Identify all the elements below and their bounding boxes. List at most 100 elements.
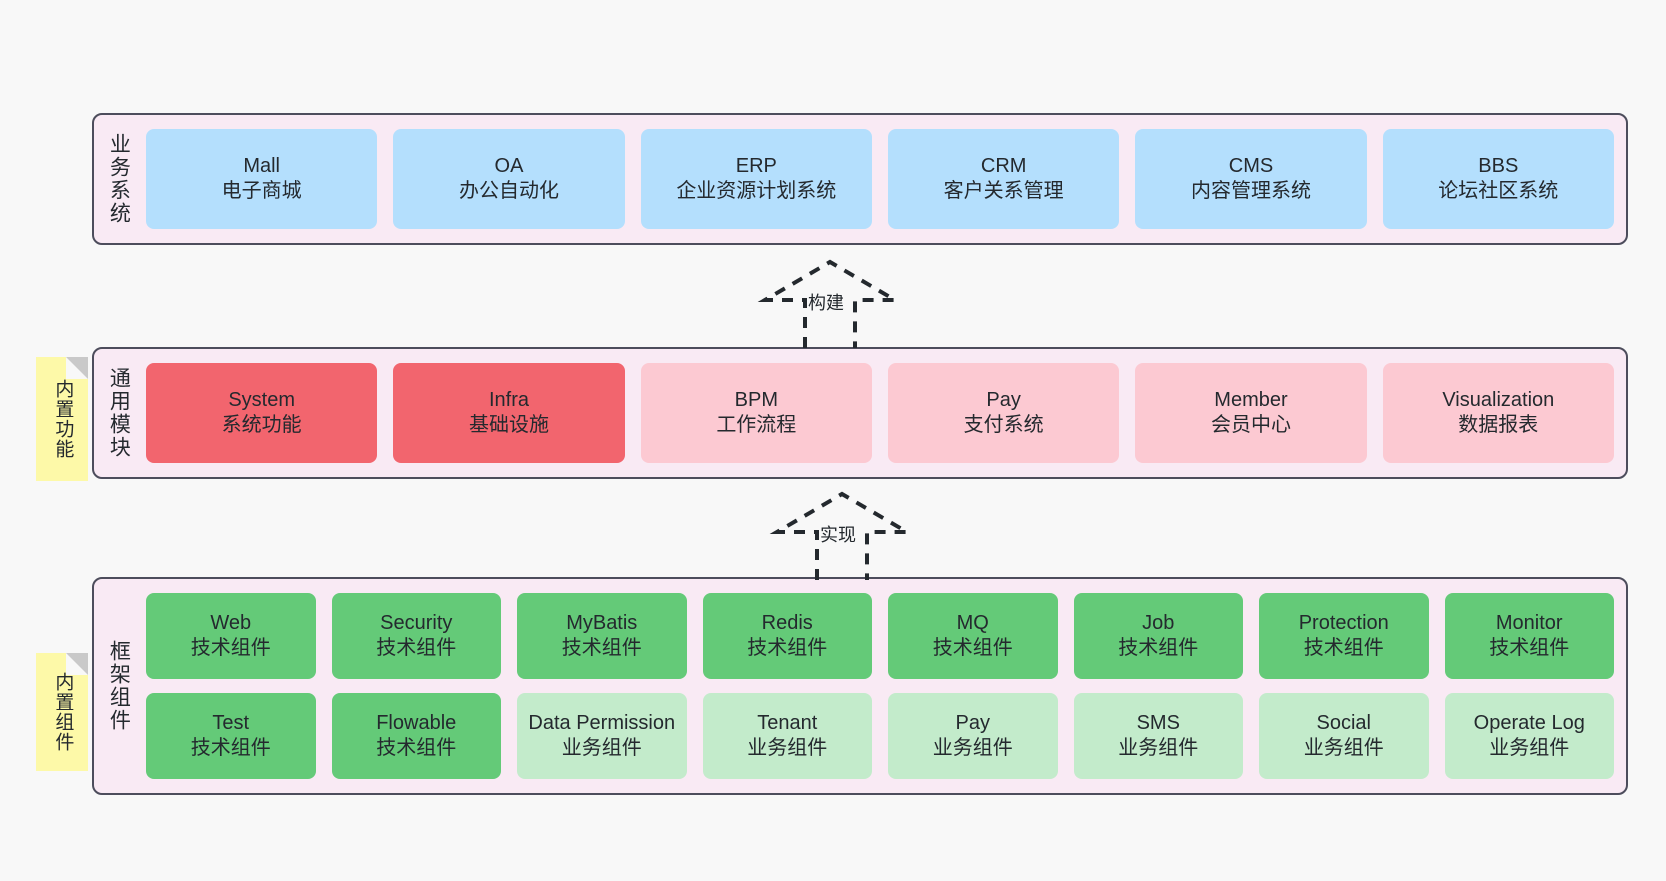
- cell-mall-sub: 电子商城: [221, 180, 302, 202]
- cell-flowable[interactable]: Flowable 技术组件: [331, 693, 501, 779]
- cell-erp[interactable]: ERP 企业资源计划系统: [640, 129, 872, 229]
- cell-monitor-sub: 技术组件: [1489, 637, 1570, 659]
- cell-data-permission-sub: 业务组件: [561, 737, 642, 759]
- cell-sms-sub: 业务组件: [1118, 737, 1199, 759]
- cell-pay-component-title: Pay: [955, 712, 990, 735]
- layer-business-system-body: Mall 电子商城 OA 办公自动化 ERP 企业资源计划系统 CRM 客户关系…: [142, 115, 1626, 243]
- cell-web-sub: 技术组件: [190, 637, 271, 659]
- cell-mybatis-sub: 技术组件: [561, 637, 642, 659]
- cell-job-sub: 技术组件: [1118, 637, 1199, 659]
- cell-bbs[interactable]: BBS 论坛社区系统: [1382, 129, 1614, 229]
- cell-bpm[interactable]: BPM 工作流程: [640, 363, 872, 463]
- cell-web[interactable]: Web 技术组件: [146, 593, 316, 679]
- cell-erp-sub: 企业资源计划系统: [676, 180, 837, 202]
- cell-operate-log-title: Operate Log: [1473, 712, 1585, 735]
- layer-business-system-label: 业务系统: [107, 133, 131, 225]
- cell-flowable-title: Flowable: [376, 712, 457, 735]
- cell-visualization-title: Visualization: [1442, 389, 1555, 412]
- cell-test-sub: 技术组件: [190, 737, 271, 759]
- cell-system-title: System: [228, 389, 295, 412]
- connector-build-arrow-path: [757, 259, 903, 348]
- cell-mall[interactable]: Mall 电子商城: [146, 129, 378, 229]
- cell-mq-sub: 技术组件: [932, 637, 1013, 659]
- layer-business-system-row-1: Mall 电子商城 OA 办公自动化 ERP 企业资源计划系统 CRM 客户关系…: [146, 129, 1614, 229]
- cell-social[interactable]: Social 业务组件: [1259, 693, 1429, 779]
- cell-job[interactable]: Job 技术组件: [1073, 593, 1243, 679]
- layer-framework-component[interactable]: 框架组件 Web 技术组件 Security 技术组件 MyBatis 技术组件…: [92, 577, 1628, 795]
- cell-erp-title: ERP: [735, 155, 777, 178]
- cell-redis-title: Redis: [761, 612, 813, 635]
- cell-mall-title: Mall: [243, 155, 280, 178]
- cell-mybatis[interactable]: MyBatis 技术组件: [517, 593, 687, 679]
- connector-implement: 实现: [769, 490, 915, 580]
- cell-protection-title: Protection: [1298, 612, 1389, 635]
- cell-security-sub: 技术组件: [376, 637, 457, 659]
- cell-web-title: Web: [210, 612, 252, 635]
- cell-infra-title: Infra: [488, 389, 529, 412]
- cell-test[interactable]: Test 技术组件: [146, 693, 316, 779]
- cell-social-sub: 业务组件: [1303, 737, 1384, 759]
- cell-monitor[interactable]: Monitor 技术组件: [1444, 593, 1614, 679]
- layer-business-system[interactable]: 业务系统 Mall 电子商城 OA 办公自动化 ERP 企业资源计划系统 CRM…: [92, 113, 1628, 245]
- cell-visualization-sub: 数据报表: [1458, 414, 1539, 436]
- cell-data-permission-title: Data Permission: [528, 712, 676, 735]
- connector-build-label: 构建: [808, 293, 844, 313]
- cell-sms[interactable]: SMS 业务组件: [1073, 693, 1243, 779]
- cell-redis[interactable]: Redis 技术组件: [702, 593, 872, 679]
- cell-social-title: Social: [1316, 712, 1371, 735]
- layer-common-module-body: System 系统功能 Infra 基础设施 BPM 工作流程 Pay 支付系统…: [142, 349, 1626, 477]
- note-builtin-component[interactable]: 内置组件: [36, 653, 88, 771]
- note-builtin-function[interactable]: 内置功能: [36, 357, 88, 481]
- cell-mq-title: MQ: [956, 612, 989, 635]
- cell-member[interactable]: Member 会员中心: [1135, 363, 1367, 463]
- cell-operate-log-sub: 业务组件: [1489, 737, 1570, 759]
- cell-system[interactable]: System 系统功能: [146, 363, 378, 463]
- cell-protection-sub: 技术组件: [1303, 637, 1384, 659]
- cell-visualization[interactable]: Visualization 数据报表: [1382, 363, 1614, 463]
- cell-oa[interactable]: OA 办公自动化: [393, 129, 625, 229]
- layer-framework-component-row-2: Test 技术组件 Flowable 技术组件 Data Permission …: [146, 693, 1614, 779]
- cell-bbs-sub: 论坛社区系统: [1438, 180, 1559, 202]
- cell-test-title: Test: [212, 712, 250, 735]
- note-builtin-component-label: 内置组件: [52, 672, 74, 752]
- cell-cms[interactable]: CMS 内容管理系统: [1135, 129, 1367, 229]
- layer-framework-component-label: 框架组件: [107, 640, 131, 732]
- cell-crm[interactable]: CRM 客户关系管理: [887, 129, 1120, 229]
- cell-member-title: Member: [1214, 389, 1288, 412]
- cell-cms-title: CMS: [1228, 155, 1274, 178]
- cell-infra[interactable]: Infra 基础设施: [393, 363, 625, 463]
- cell-oa-sub: 办公自动化: [458, 180, 559, 202]
- cell-member-sub: 会员中心: [1210, 414, 1291, 436]
- cell-monitor-title: Monitor: [1495, 612, 1563, 635]
- cell-bpm-title: BPM: [734, 389, 778, 412]
- note-builtin-function-label: 内置功能: [52, 379, 74, 459]
- cell-operate-log[interactable]: Operate Log 业务组件: [1444, 693, 1614, 779]
- cell-mybatis-title: MyBatis: [566, 612, 638, 635]
- layer-common-module[interactable]: 通用模块 System 系统功能 Infra 基础设施 BPM 工作流程 Pay…: [92, 347, 1628, 479]
- connector-implement-arrow-path: [769, 491, 915, 580]
- cell-tenant-title: Tenant: [757, 712, 818, 735]
- cell-pay-component-sub: 业务组件: [932, 737, 1013, 759]
- layer-framework-component-body: Web 技术组件 Security 技术组件 MyBatis 技术组件 Redi…: [142, 579, 1626, 793]
- layer-common-module-row-1: System 系统功能 Infra 基础设施 BPM 工作流程 Pay 支付系统…: [146, 363, 1614, 463]
- cell-pay-module-title: Pay: [986, 389, 1021, 412]
- cell-pay-module[interactable]: Pay 支付系统: [887, 363, 1120, 463]
- connector-build: 构建: [757, 258, 903, 348]
- cell-tenant[interactable]: Tenant 业务组件: [702, 693, 872, 779]
- cell-pay-module-sub: 支付系统: [963, 414, 1044, 436]
- cell-job-title: Job: [1142, 612, 1175, 635]
- cell-oa-title: OA: [494, 155, 524, 178]
- cell-pay-component[interactable]: Pay 业务组件: [888, 693, 1058, 779]
- connector-implement-label: 实现: [820, 525, 856, 545]
- cell-protection[interactable]: Protection 技术组件: [1259, 593, 1429, 679]
- cell-redis-sub: 技术组件: [747, 637, 828, 659]
- cell-mq[interactable]: MQ 技术组件: [888, 593, 1058, 679]
- cell-data-permission[interactable]: Data Permission 业务组件: [517, 693, 687, 779]
- cell-bpm-sub: 工作流程: [716, 414, 797, 436]
- cell-security[interactable]: Security 技术组件: [331, 593, 501, 679]
- cell-bbs-title: BBS: [1478, 155, 1519, 178]
- layer-common-module-label: 通用模块: [107, 367, 131, 459]
- cell-infra-sub: 基础设施: [468, 414, 549, 436]
- cell-crm-title: CRM: [980, 155, 1027, 178]
